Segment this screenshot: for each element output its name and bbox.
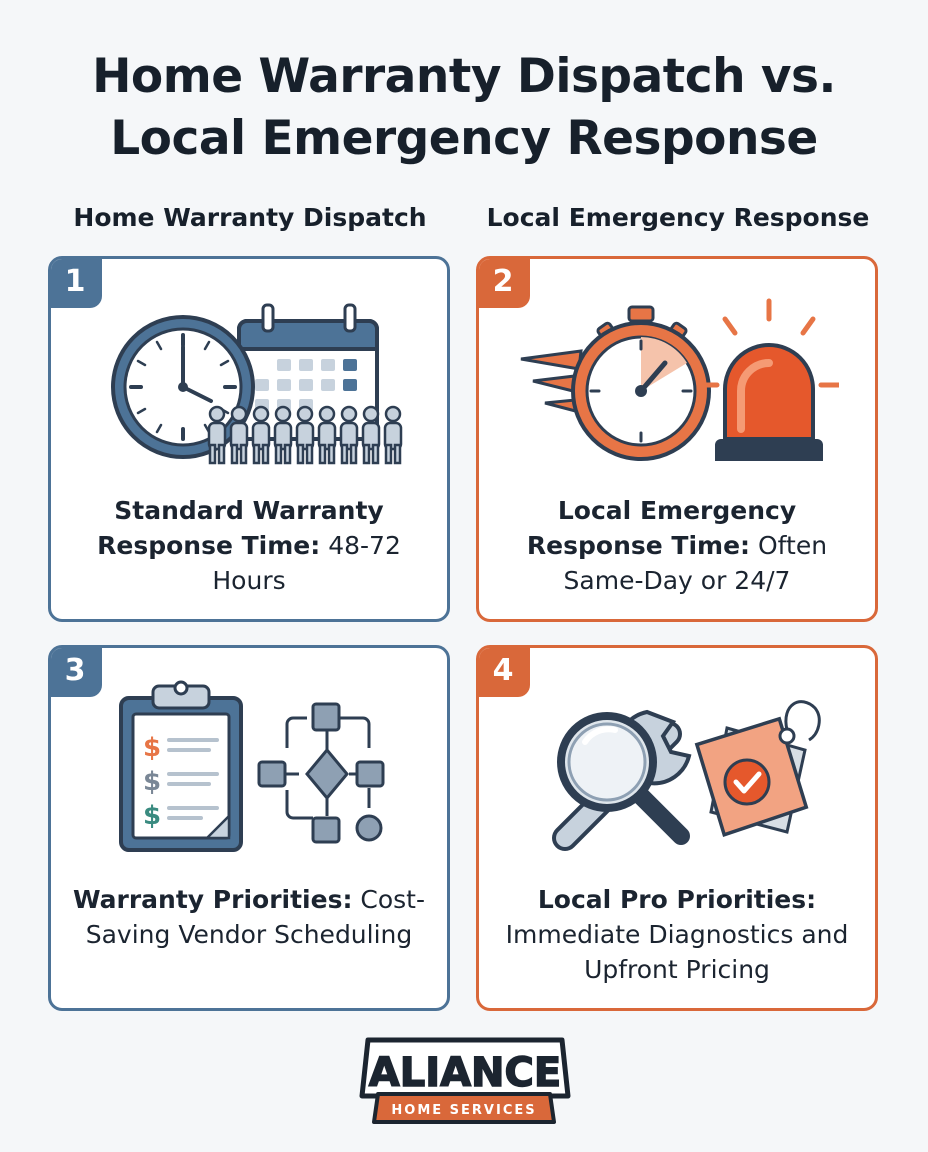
svg-text:$: $ — [143, 767, 161, 797]
card-heading: Local Emergency Response Time: — [526, 496, 797, 560]
logo-tagline: HOME SERVICES — [391, 1103, 536, 1118]
card-detail: Often Same-Day or 24/7 — [563, 531, 828, 595]
card-detail: Cost-Saving Vendor Scheduling — [85, 885, 426, 949]
flowchart-icon — [257, 702, 385, 844]
card-text: Standard Warranty Response Time: 48-72 H… — [61, 493, 437, 598]
aliance-logo: ALIANCE HOME SERVICES — [359, 1037, 571, 1124]
card-warranty-response-time: 1 — [48, 256, 450, 622]
card-heading: Local Pro Priorities: — [537, 885, 817, 914]
card-emergency-response-time: 2 — [476, 256, 878, 622]
card-text: Warranty Priorities: Cost-Saving Vendor … — [61, 882, 437, 952]
column-heading-warranty: Home Warranty Dispatch — [73, 203, 427, 232]
card-heading: Standard Warranty Response Time: — [97, 496, 384, 560]
card-number-badge: 4 — [479, 648, 530, 697]
card-warranty-priorities: 3 $ $ $ — [48, 645, 450, 1011]
card-number-badge: 1 — [51, 259, 102, 308]
title-line-2: Local Emergency Response — [110, 111, 818, 166]
card-text: Local Pro Priorities: Immediate Diagnost… — [489, 882, 865, 987]
card-detail: 48-72 Hours — [212, 531, 401, 595]
warranty-priorities-illustration: $ $ $ — [119, 680, 385, 852]
card-detail: Immediate Diagnostics and Upfront Pricin… — [505, 920, 849, 984]
people-queue-icon — [207, 405, 403, 465]
price-tag-icon — [694, 700, 821, 838]
card-text: Local Emergency Response Time: Often Sam… — [489, 493, 865, 598]
logo-brand: ALIANCE — [369, 1050, 561, 1096]
clipboard-icon: $ $ $ — [119, 680, 243, 852]
svg-text:$: $ — [143, 733, 161, 763]
title-line-1: Home Warranty Dispatch vs. — [92, 49, 836, 104]
siren-icon — [696, 298, 839, 461]
magnifier-icon — [557, 712, 690, 845]
page-title: Home Warranty Dispatch vs. Local Emergen… — [0, 46, 928, 170]
svg-text:$: $ — [143, 801, 161, 831]
local-pro-illustration — [552, 700, 821, 851]
emergency-speed-illustration — [520, 298, 839, 461]
card-local-pro-priorities: 4 Local Pro Priorities: Immediate Diagno… — [476, 645, 878, 1011]
column-heading-emergency: Local Emergency Response — [486, 203, 870, 232]
warranty-wait-illustration — [111, 303, 403, 465]
card-number-badge: 2 — [479, 259, 530, 308]
stopwatch-icon — [520, 305, 711, 461]
card-number-badge: 3 — [51, 648, 102, 697]
card-heading: Warranty Priorities: — [72, 885, 353, 914]
